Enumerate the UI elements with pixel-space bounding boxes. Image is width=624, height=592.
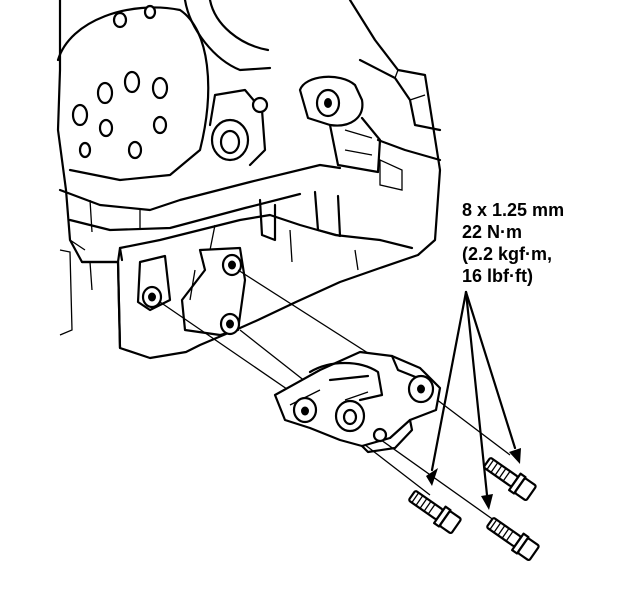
torque-nm-label: 22 N·m — [462, 222, 523, 242]
mounting-bracket — [273, 350, 442, 454]
bolt-2 — [483, 457, 537, 502]
bolt-1 — [408, 490, 462, 535]
callout-arrows — [426, 290, 521, 510]
bolt-size-label: 8 x 1.25 mm — [462, 200, 565, 220]
torque-kgfm-label: (2.2 kgf·m, — [462, 244, 553, 264]
torque-lbfft-label: 16 lbf·ft) — [462, 266, 533, 286]
engine-mount-bosses — [136, 224, 247, 337]
torque-spec-callout: 8 x 1.25 mm 22 N·m (2.2 kgf·m, 16 lbf·ft… — [462, 199, 564, 287]
bolt-3 — [486, 517, 540, 562]
engine-block — [56, 0, 442, 360]
